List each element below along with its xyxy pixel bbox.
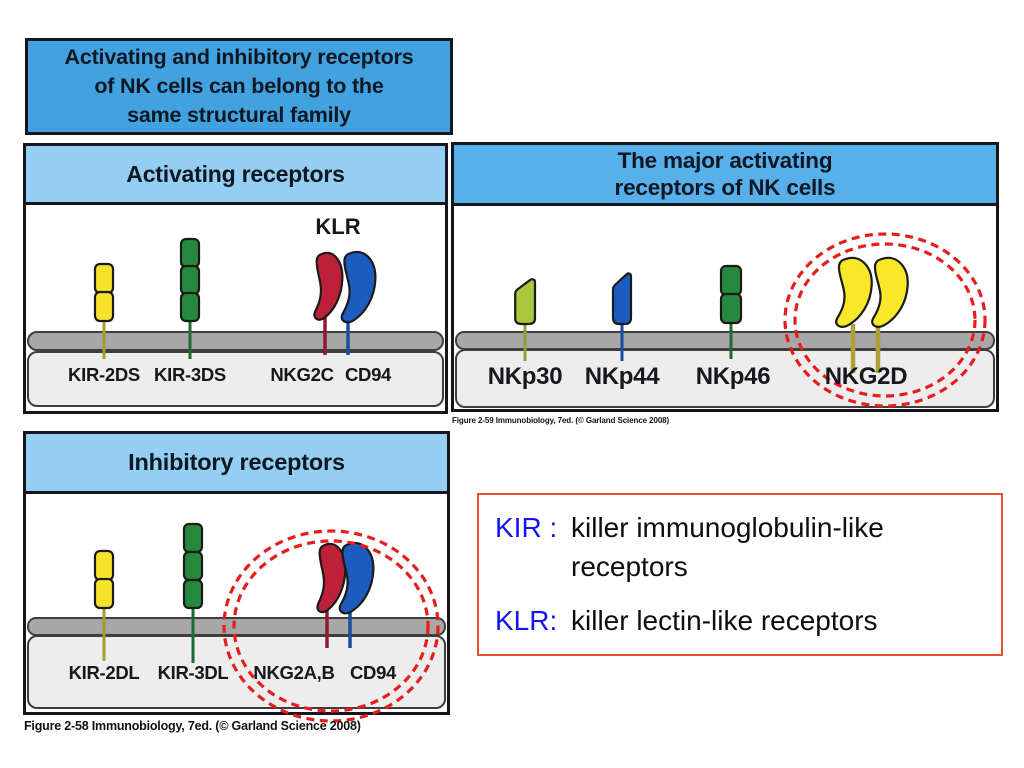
inhibitory-panel-header: Inhibitory receptors (26, 434, 447, 494)
nkg2d-highlight-circle-icon (783, 232, 987, 408)
title-line-2: of NK cells can belong to the (94, 73, 384, 98)
activating-panel-body: KLR KIR-2DS KIR-3DS NKG2C CD94 (26, 205, 445, 411)
cell-membrane (27, 617, 446, 636)
activating-receptors-panel: Activating receptors (23, 143, 448, 414)
activating-panel-diagram (27, 237, 444, 407)
nk-title-box: Activating and inhibitory receptors of N… (25, 38, 453, 135)
kir-term: KIR : (495, 512, 558, 543)
cytoplasm (27, 635, 446, 709)
receptor-label-kir2dl: KIR-2DL (68, 662, 140, 683)
major-panel-header: The major activating receptors of NK cel… (454, 145, 996, 206)
kir-2dl-receptor-icon (93, 549, 115, 610)
title-line-1: Activating and inhibitory receptors (64, 44, 414, 69)
nkp30-receptor-icon (513, 278, 537, 326)
nkg2d-receptor-icon (834, 256, 909, 329)
title-line-3: same structural family (127, 103, 351, 128)
figure-2-59-caption: Figure 2-59 Immunobiology, 7ed. (© Garla… (452, 416, 670, 425)
receptor-label-nkg2d: NKG2D (824, 363, 908, 390)
kir-klr-legend-box: KIR : killer immunoglobulin-like recepto… (477, 493, 1003, 656)
figure-2-58-caption: Figure 2-58 Immunobiology, 7ed. (© Garla… (24, 719, 361, 733)
inhibitory-receptors-panel: Inhibitory receptors (23, 431, 450, 723)
cytoplasm (27, 351, 444, 407)
kir-3ds-receptor-icon (179, 237, 201, 323)
receptor-label-nkg2ab: NKG2A,B (253, 662, 335, 683)
major-panel-title-line2: receptors of NK cells (614, 175, 836, 200)
kir-2ds-receptor-icon (93, 262, 115, 323)
receptor-label-nkg2c: NKG2C (270, 364, 334, 385)
kir-definition: killer immunoglobulin-like receptors (571, 512, 884, 583)
klr-definition: killer lectin-like receptors (571, 605, 878, 637)
receptor-label-kir3ds: KIR-3DS (154, 364, 226, 385)
klr-legend-row: KLR: killer lectin-like receptors (495, 601, 985, 640)
inhibitory-panel-body: KIR-2DL KIR-3DL NKG2A,B CD94 (26, 494, 447, 723)
major-panel-body: NKp30 NKp44 NKp46 NKG2D (454, 206, 996, 409)
receptor-label-cd94: CD94 (344, 364, 392, 385)
kir-legend-row: KIR : killer immunoglobulin-like recepto… (495, 508, 985, 586)
klr-term: KLR: (495, 605, 558, 637)
nkg2ab-highlight-circle-icon (222, 529, 440, 723)
klr-heading: KLR (315, 214, 361, 239)
receptor-label-nkp30: NKp30 (487, 363, 563, 390)
cell-membrane (27, 331, 444, 351)
activating-panel-header: Activating receptors (26, 146, 445, 205)
receptor-label-nkp44: NKp44 (584, 363, 660, 390)
activating-panel-title: Activating receptors (126, 160, 345, 187)
receptor-label-cd94: CD94 (349, 662, 397, 683)
major-panel-diagram (455, 232, 995, 408)
inhibitory-panel-diagram (27, 522, 446, 723)
cd94-receptor-icon (340, 250, 377, 324)
nkg2c-receptor-icon (313, 251, 344, 321)
receptor-label-kir2ds: KIR-2DS (68, 364, 140, 385)
major-panel-title-line1: The major activating (617, 147, 833, 173)
cell-membrane (455, 331, 995, 350)
inhibitory-panel-title: Inhibitory receptors (128, 449, 345, 475)
receptor-label-kir3dl: KIR-3DL (157, 662, 229, 683)
major-activating-panel: The major activating receptors of NK cel… (451, 142, 999, 412)
kir-3dl-receptor-icon (182, 522, 204, 610)
receptor-label-nkp46: NKp46 (695, 363, 771, 390)
nkp44-receptor-icon (611, 272, 633, 326)
nkp46-receptor-icon (719, 264, 743, 325)
